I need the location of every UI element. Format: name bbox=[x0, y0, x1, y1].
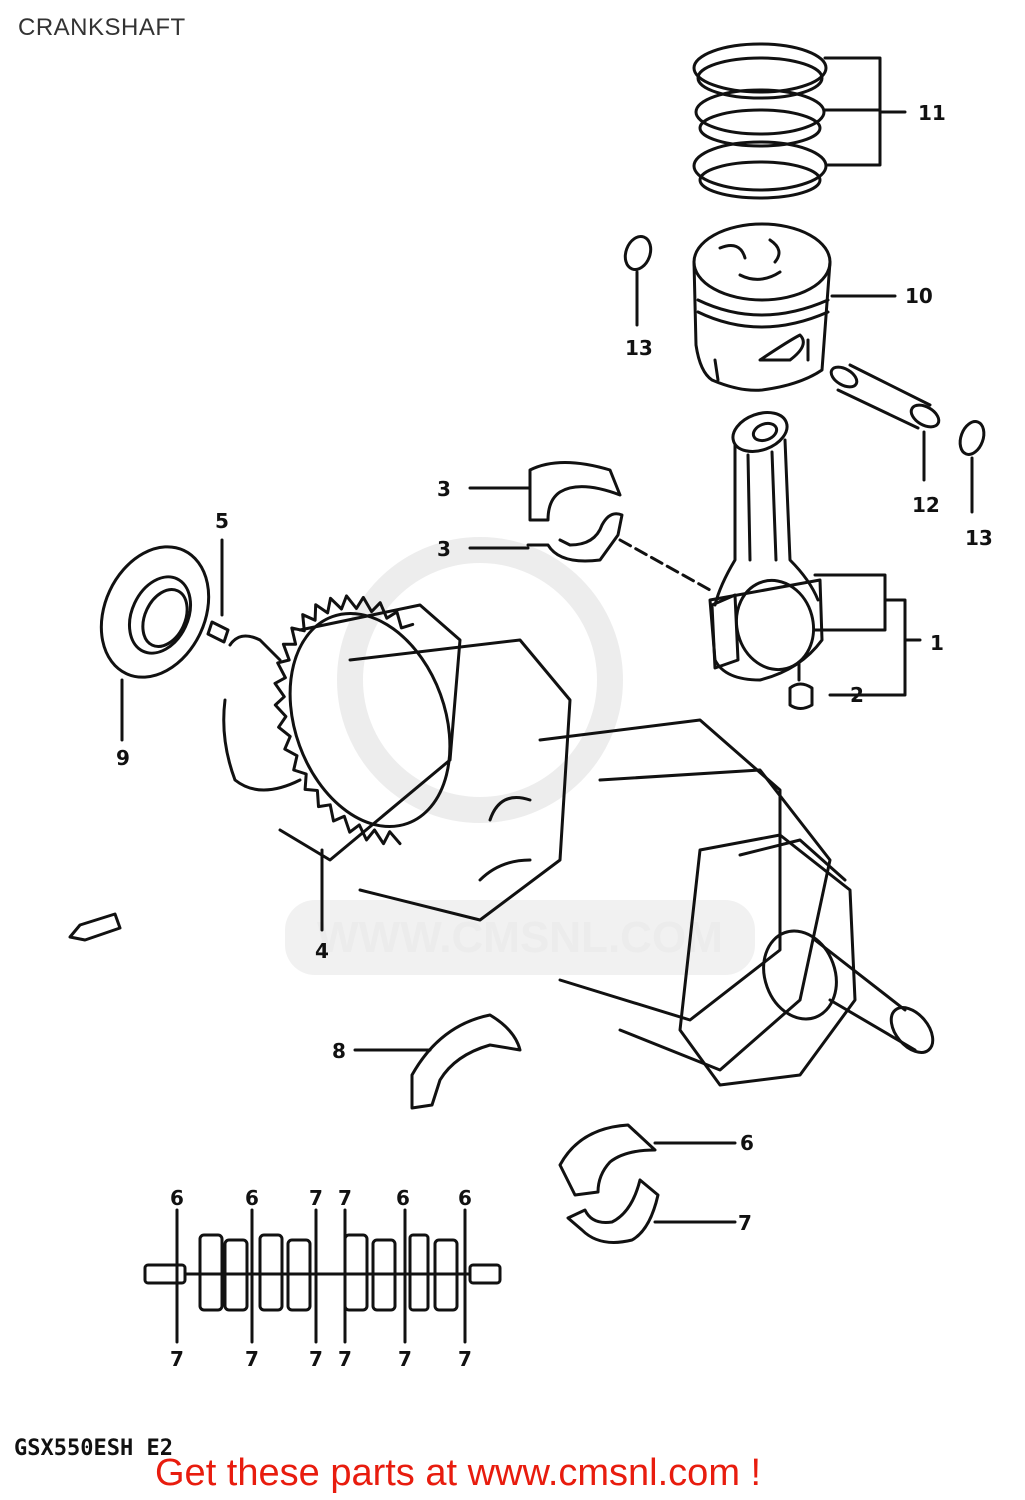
main-bearing-lower bbox=[566, 1178, 737, 1244]
schematic-callout-7-b3: 7 bbox=[309, 1347, 323, 1371]
crankshaft-schematic bbox=[143, 1208, 502, 1344]
callout-2: 2 bbox=[850, 683, 864, 707]
schematic-callout-7-2: 7 bbox=[338, 1186, 352, 1210]
promo-link[interactable]: Get these parts at www.cmsnl.com ! bbox=[155, 1452, 762, 1494]
callout-3-upper: 3 bbox=[437, 477, 451, 501]
callout-10: 10 bbox=[905, 284, 933, 308]
callout-8: 8 bbox=[332, 1039, 346, 1063]
main-bearing-upper bbox=[558, 1123, 737, 1197]
callout-4: 4 bbox=[315, 939, 329, 963]
page-title: CRANKSHAFT bbox=[18, 14, 186, 41]
callout-6: 6 bbox=[740, 1131, 754, 1155]
schematic-callout-7-1: 7 bbox=[309, 1186, 323, 1210]
schematic-callout-6-2: 6 bbox=[245, 1186, 259, 1210]
piston-pin bbox=[829, 363, 941, 482]
thrust-bearing bbox=[353, 1013, 522, 1110]
callout-13-left: 13 bbox=[625, 336, 653, 360]
callout-11: 11 bbox=[918, 101, 946, 125]
schematic-callout-6-4: 6 bbox=[458, 1186, 472, 1210]
fwd-arrow bbox=[68, 912, 122, 942]
conrod-bearing-upper bbox=[468, 461, 622, 522]
callout-12: 12 bbox=[912, 493, 940, 517]
oil-seal bbox=[99, 545, 211, 742]
watermark-text: WWW.CMSNL.COM bbox=[317, 913, 723, 962]
watermark-logo: WWW.CMSNL.COM bbox=[285, 537, 755, 975]
schematic-callout-7-b5: 7 bbox=[398, 1347, 412, 1371]
callout-3-lower: 3 bbox=[437, 537, 451, 561]
primary-gear bbox=[273, 594, 415, 932]
piston-rings bbox=[692, 42, 907, 200]
circlip-right bbox=[958, 420, 986, 514]
schematic-callout-6-1: 6 bbox=[170, 1186, 184, 1210]
callout-1: 1 bbox=[930, 631, 944, 655]
model-code: GSX550ESH E2 bbox=[14, 1436, 173, 1461]
dowel-pin bbox=[206, 538, 230, 644]
piston bbox=[692, 222, 897, 392]
connecting-rod bbox=[708, 411, 922, 710]
crankshaft bbox=[222, 603, 935, 1087]
parts-diagram: WWW.CMSNL.COM bbox=[68, 42, 993, 1371]
schematic-callout-7-b4: 7 bbox=[338, 1347, 352, 1371]
callout-5: 5 bbox=[215, 509, 229, 533]
callout-7: 7 bbox=[738, 1211, 752, 1235]
circlip-left bbox=[623, 235, 653, 327]
callout-9: 9 bbox=[116, 746, 130, 770]
conrod-bearing-lower bbox=[468, 512, 712, 592]
callout-13-right: 13 bbox=[965, 526, 993, 550]
schematic-callout-7-b2: 7 bbox=[245, 1347, 259, 1371]
schematic-callout-7-b6: 7 bbox=[458, 1347, 472, 1371]
schematic-callout-6-3: 6 bbox=[396, 1186, 410, 1210]
schematic-callout-7-b1: 7 bbox=[170, 1347, 184, 1371]
